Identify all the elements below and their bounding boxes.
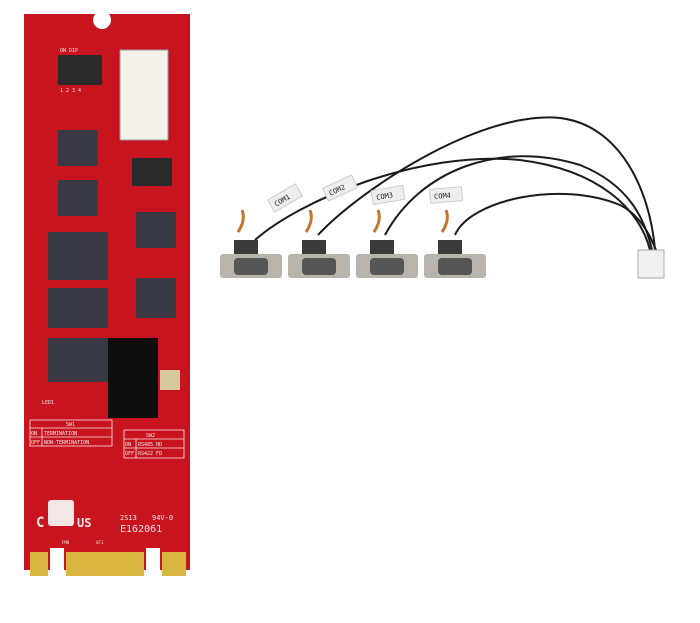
cable-wires [254,116,657,251]
rating: 94V-0 [152,514,173,522]
db9-connector [424,209,486,278]
capacitor [160,370,180,390]
com-label: COM4 [434,192,451,201]
db9-connector [220,209,282,278]
sw2-on-value: RS485 HD [138,442,162,448]
fuse-label-1: FM8 [62,540,70,545]
sw1-title: SW1 [66,422,75,428]
board-connector [637,249,665,279]
com-label-tag: COM2 [321,174,359,202]
sw2-on: ON [125,442,131,448]
sw1-off: OFF [31,440,40,446]
fuse-label-2: GF1 [96,540,104,545]
file-number: E162061 [120,524,162,535]
com-label-tag: COM1 [266,183,304,213]
dip-label: ON DIP [60,48,78,54]
com-label-tag: COM3 [370,184,406,206]
sw1-on-value: TERMINATION [44,431,77,437]
dip-numbers: 1 2 3 4 [60,88,81,94]
svg-text:C: C [36,515,44,531]
sw2-off-value: RS422 FD [138,451,162,457]
svg-text:US: US [77,516,91,530]
sw2-title: SW2 [146,433,155,439]
dip-switch-sw1 [58,55,102,85]
black-module [108,338,158,418]
sw1-on: ON [31,431,37,437]
pin-header [119,49,169,141]
db9-connector [356,209,418,278]
ul-logo: C US [36,500,91,531]
dip-switch-sw2 [132,158,172,186]
com-label-tag: COM4 [428,186,464,204]
m2-board: SW1 ON TERMINATION OFF NON-TERMINATION S… [24,11,190,576]
com-label: COM3 [376,191,394,202]
mount-hole [93,11,111,29]
sw2-off: OFF [125,451,134,457]
sw1-off-value: NON-TERMINATION [44,440,89,446]
date-code: 2S13 [120,514,137,522]
led-label: LED1 [42,400,54,406]
ic-chips [48,130,176,382]
gold-fingers [30,552,186,576]
db9-connector [288,209,350,278]
